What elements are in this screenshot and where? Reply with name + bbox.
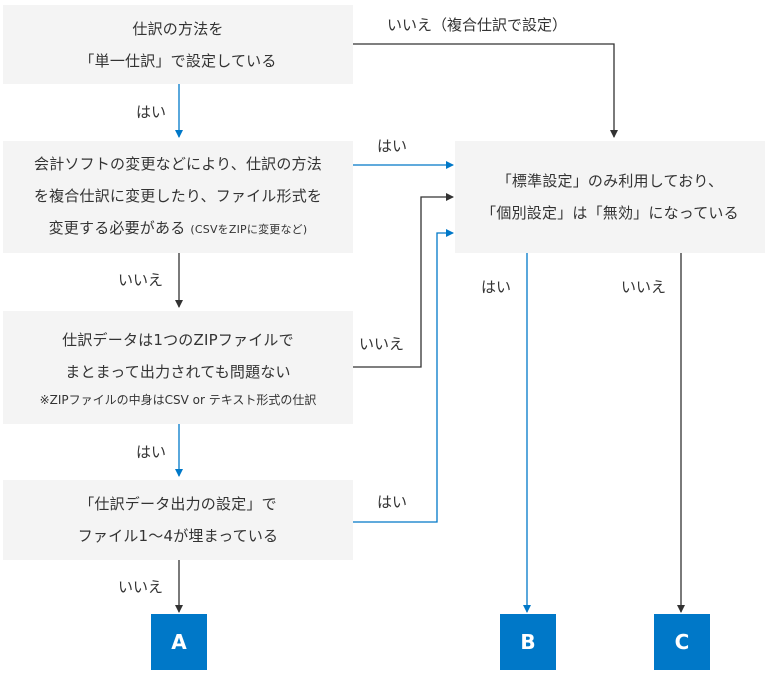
decision-change-needed: 会計ソフトの変更などにより、仕訳の方法 を複合仕訳に変更したり、ファイル形式を … bbox=[3, 141, 353, 253]
node-text: 「単一仕訳」で設定している bbox=[79, 51, 277, 70]
node-text: 「標準設定」のみ利用しており、 bbox=[496, 172, 724, 190]
node-text: 仕訳データは1つのZIPファイルで bbox=[62, 330, 294, 349]
edge-label-q1-yes: はい bbox=[136, 103, 167, 121]
node-text: ファイル1～4が埋まっている bbox=[77, 527, 279, 545]
node-text: 仕訳の方法を bbox=[132, 19, 224, 38]
decision-zip-ok: 仕訳データは1つのZIPファイルで まとまって出力されても問題ない ※ZIPファ… bbox=[3, 311, 353, 424]
edge-label-q3-yes: はい bbox=[136, 443, 167, 461]
node-text: 変更する必要がある bbox=[48, 219, 186, 237]
result-b: B bbox=[500, 614, 556, 670]
node-text: 会計ソフトの変更などにより、仕訳の方法 bbox=[34, 155, 322, 173]
edge-label-q3-no: いいえ bbox=[359, 335, 405, 353]
result-a: A bbox=[151, 614, 207, 670]
edge-label-q5-yes: はい bbox=[481, 278, 512, 296]
edge-q4-yes bbox=[353, 229, 454, 523]
node-text: まとまって出力されても問題ない bbox=[65, 362, 291, 381]
node-text: 「個別設定」は「無効」になっている bbox=[481, 204, 739, 222]
node-suffix-note: (CSVをZIPに変更など) bbox=[190, 223, 308, 236]
edge-q3-no bbox=[353, 193, 454, 368]
edge-label-q1-no: いいえ（複合仕訳で設定） bbox=[387, 16, 568, 34]
edge-label-q5-no: いいえ bbox=[621, 278, 667, 296]
decision-standard-only: 「標準設定」のみ利用しており、 「個別設定」は「無効」になっている bbox=[455, 141, 765, 253]
edge-label-q4-yes: はい bbox=[377, 493, 408, 511]
node-text: 「仕訳データ出力の設定」で bbox=[79, 495, 277, 513]
decision-files-filled: 「仕訳データ出力の設定」で ファイル1～4が埋まっている bbox=[3, 480, 353, 560]
edge-label-q4-no: いいえ bbox=[118, 578, 164, 596]
result-c: C bbox=[654, 614, 710, 670]
edge-label-q2-yes: はい bbox=[377, 137, 408, 155]
decision-single-journal: 仕訳の方法を 「単一仕訳」で設定している bbox=[3, 5, 353, 84]
node-text-row: 変更する必要がある (CSVをZIPに変更など) bbox=[49, 212, 308, 246]
node-text: を複合仕訳に変更したり、ファイル形式を bbox=[33, 187, 323, 205]
edge-q1-no bbox=[353, 43, 618, 138]
edge-label-q2-no: いいえ bbox=[118, 271, 164, 289]
node-footnote: ※ZIPファイルの中身はCSV or テキスト形式の仕訳 bbox=[39, 392, 317, 407]
